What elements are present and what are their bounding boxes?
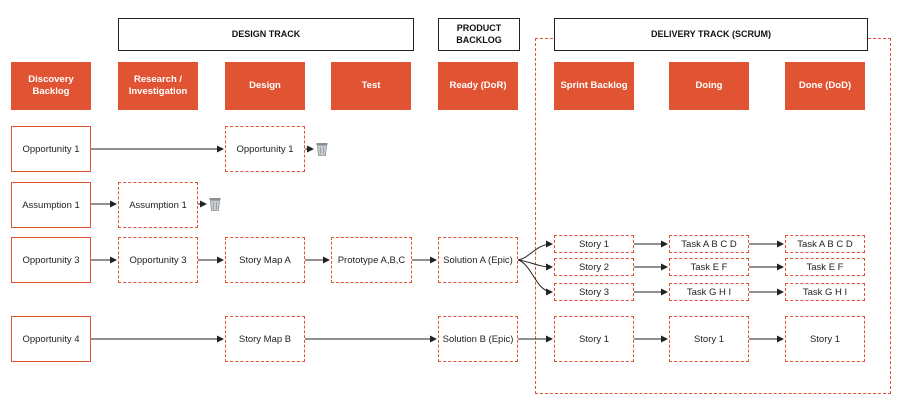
done-task-card: Task A B C D — [785, 235, 865, 253]
story-map-a-card: Story Map A — [225, 237, 305, 283]
trash-icon — [316, 142, 328, 156]
done-task-card: Task G H I — [785, 283, 865, 301]
story-card: Story 1 — [554, 235, 634, 253]
column-doing: Doing — [669, 62, 749, 110]
column-ready: Ready (DoR) — [438, 62, 518, 110]
done-story-card: Story 1 — [785, 316, 865, 362]
story-card: Story 1 — [554, 316, 634, 362]
done-task-card: Task E F — [785, 258, 865, 276]
prototype-card: Prototype A,B,C — [331, 237, 412, 283]
design-track-header: DESIGN TRACK — [118, 18, 414, 51]
doing-task-card: Task E F — [669, 258, 749, 276]
opportunity-4-card: Opportunity 4 — [11, 316, 91, 362]
solution-a-card: Solution A (Epic) — [438, 237, 518, 283]
research-opportunity-3-card: Opportunity 3 — [118, 237, 198, 283]
doing-task-card: Task A B C D — [669, 235, 749, 253]
product-backlog-header: PRODUCT BACKLOG — [438, 18, 520, 51]
delivery-track-header: DELIVERY TRACK (SCRUM) — [554, 18, 868, 51]
column-discovery-backlog: Discovery Backlog — [11, 62, 91, 110]
story-card: Story 3 — [554, 283, 634, 301]
assumption-1-card: Assumption 1 — [11, 182, 91, 228]
trash-icon — [209, 197, 221, 211]
solution-b-card: Solution B (Epic) — [438, 316, 518, 362]
story-card: Story 2 — [554, 258, 634, 276]
research-assumption-1-card: Assumption 1 — [118, 182, 198, 228]
opportunity-1-card: Opportunity 1 — [11, 126, 91, 172]
column-research: Research / Investigation — [118, 62, 198, 110]
opportunity-3-card: Opportunity 3 — [11, 237, 91, 283]
story-map-b-card: Story Map B — [225, 316, 305, 362]
column-done: Done (DoD) — [785, 62, 865, 110]
column-design: Design — [225, 62, 305, 110]
column-test: Test — [331, 62, 411, 110]
doing-story-card: Story 1 — [669, 316, 749, 362]
design-opportunity-1-card: Opportunity 1 — [225, 126, 305, 172]
column-sprint-backlog: Sprint Backlog — [554, 62, 634, 110]
doing-task-card: Task G H I — [669, 283, 749, 301]
